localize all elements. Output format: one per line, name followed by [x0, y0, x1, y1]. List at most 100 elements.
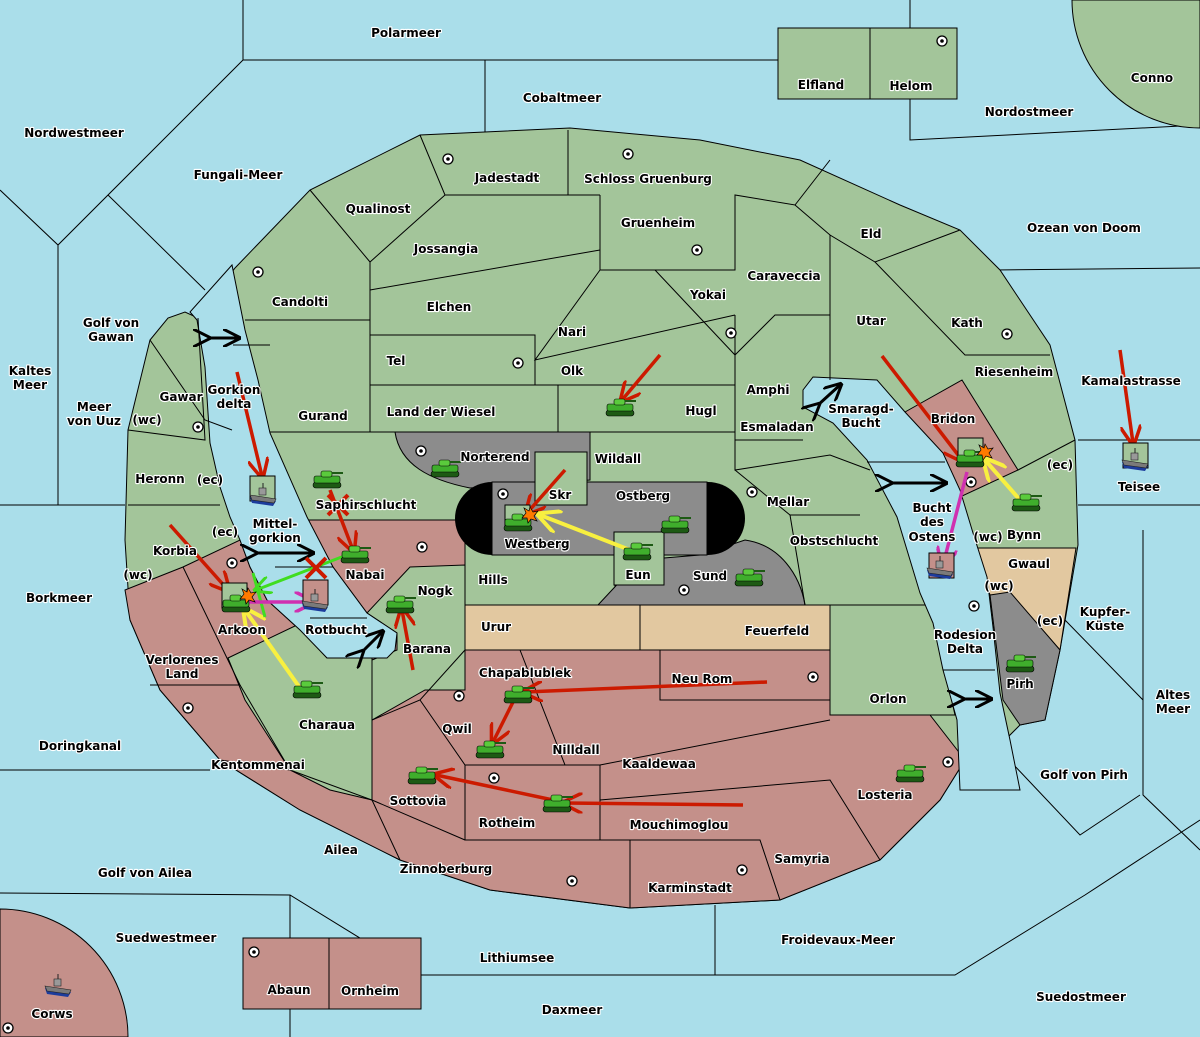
- army-tank-icon[interactable]: [407, 766, 438, 785]
- province-label: Elchen: [427, 300, 472, 314]
- province-label: Norterend: [460, 450, 529, 464]
- move-order-arrow: [622, 353, 662, 400]
- province-label: Rotbucht: [305, 623, 367, 637]
- supply-center-icon: [746, 486, 758, 498]
- province-label: Fungali-Meer: [194, 168, 283, 182]
- province-label: (wc): [123, 568, 152, 582]
- province-label: Chapablublek: [479, 666, 572, 680]
- province-label: Olk: [561, 364, 584, 378]
- province-label: Kaltes: [9, 364, 52, 378]
- province-label: Heronn: [135, 472, 184, 486]
- failed-order-x-icon: [304, 556, 328, 580]
- province-label: Doringkanal: [39, 739, 121, 753]
- province-label: Arkoon: [218, 623, 266, 637]
- army-tank-icon[interactable]: [1011, 493, 1042, 512]
- sea-east-channel[interactable]: [802, 376, 1021, 791]
- province-label: Golf von Pirh: [1040, 768, 1128, 782]
- province-label: Smaragd-: [828, 402, 893, 416]
- province-label: Nabai: [346, 568, 385, 582]
- province-label: des: [920, 515, 944, 529]
- province-label: Cobaltmeer: [523, 91, 601, 105]
- province-label: Eld: [861, 227, 882, 241]
- province-label: Corws: [31, 1007, 72, 1021]
- move-order-arrow: [565, 803, 744, 805]
- province-label: Bucht: [841, 416, 880, 430]
- army-tank-icon[interactable]: [430, 459, 461, 478]
- province-label: Bridon: [931, 412, 976, 426]
- province-label: Gurand: [298, 409, 348, 423]
- province-label: Barana: [403, 642, 451, 656]
- supply-center-icon: [678, 584, 690, 596]
- province-label: Sottovia: [390, 794, 447, 808]
- battle-explosion-icon: [239, 587, 257, 605]
- province-orlon[interactable]: [829, 604, 956, 716]
- move-order-arrow: [1118, 349, 1133, 443]
- province-label: Korbia: [153, 544, 197, 558]
- move-order-arrow: [235, 371, 262, 476]
- province-label: Schloss Gruenburg: [584, 172, 712, 186]
- convoy-order-line: [943, 471, 969, 565]
- army-tank-icon[interactable]: [605, 398, 636, 417]
- province-label: Obstschlucht: [790, 534, 879, 548]
- province-label: Sund: [693, 569, 727, 583]
- supply-center-icon: [968, 600, 980, 612]
- province-corws[interactable]: [0, 908, 129, 1037]
- province-label: Nilldall: [552, 743, 599, 757]
- province-label: Delta: [947, 642, 983, 656]
- fleet-ship-icon[interactable]: [44, 974, 72, 997]
- army-tank-icon[interactable]: [1005, 654, 1036, 673]
- province-label: Nari: [558, 325, 586, 339]
- province-label: Teisee: [1118, 480, 1160, 494]
- fleet-ship-icon[interactable]: [301, 589, 329, 612]
- province-label: Daxmeer: [542, 1003, 603, 1017]
- army-tank-icon[interactable]: [340, 545, 371, 564]
- province-label: (ec): [1037, 614, 1063, 628]
- support-order-line: [540, 515, 631, 552]
- army-tank-icon[interactable]: [622, 542, 653, 561]
- army-tank-icon[interactable]: [475, 740, 506, 759]
- province-label: Polarmeer: [371, 26, 441, 40]
- province-label: Nordwestmeer: [24, 126, 124, 140]
- province-label: Samyria: [774, 852, 829, 866]
- province-label: Urur: [481, 620, 511, 634]
- supply-center-icon: [442, 153, 454, 165]
- province-label: Gruenheim: [621, 216, 695, 230]
- province-label: Esmaladan: [740, 420, 813, 434]
- province-label: Lithiumsee: [480, 951, 555, 965]
- sea-gorkion-channel[interactable]: [189, 263, 398, 659]
- supply-center-icon: [2, 1022, 14, 1034]
- army-tank-icon[interactable]: [734, 568, 765, 587]
- province-label: Riesenheim: [975, 365, 1054, 379]
- province-ornheim[interactable]: [328, 937, 422, 1010]
- province-label: Pirh: [1006, 677, 1033, 691]
- units: [44, 398, 1149, 997]
- province-label: (ec): [1047, 458, 1073, 472]
- province-label: Elfland: [798, 78, 844, 92]
- army-tank-icon[interactable]: [292, 680, 323, 699]
- army-tank-icon[interactable]: [542, 794, 573, 813]
- army-tank-icon[interactable]: [312, 470, 343, 489]
- province-label: Golf von: [83, 316, 139, 330]
- land-borders: [127, 130, 1076, 908]
- supply-center-icon: [192, 421, 204, 433]
- army-tank-icon[interactable]: [503, 685, 534, 704]
- army-tank-icon[interactable]: [895, 764, 926, 783]
- province-label: Golf von Ailea: [98, 866, 192, 880]
- supply-center-icon: [252, 266, 264, 278]
- province-label: Westberg: [504, 537, 569, 551]
- province-conno[interactable]: [1071, 0, 1200, 129]
- move-order-arrow: [525, 680, 768, 692]
- army-tank-icon[interactable]: [221, 594, 252, 613]
- supply-center-icon: [965, 476, 977, 488]
- fleet-ship-icon[interactable]: [249, 483, 277, 506]
- orders: [168, 338, 1133, 805]
- fleet-ship-icon[interactable]: [1121, 448, 1149, 471]
- army-tank-icon[interactable]: [660, 515, 691, 534]
- fleet-ship-icon[interactable]: [926, 556, 954, 579]
- province-label: Eun: [625, 568, 650, 582]
- move-order-arrow: [436, 775, 554, 802]
- army-tank-icon[interactable]: [385, 595, 416, 614]
- province-label: Skr: [549, 488, 572, 502]
- move-order-arrow: [527, 468, 567, 513]
